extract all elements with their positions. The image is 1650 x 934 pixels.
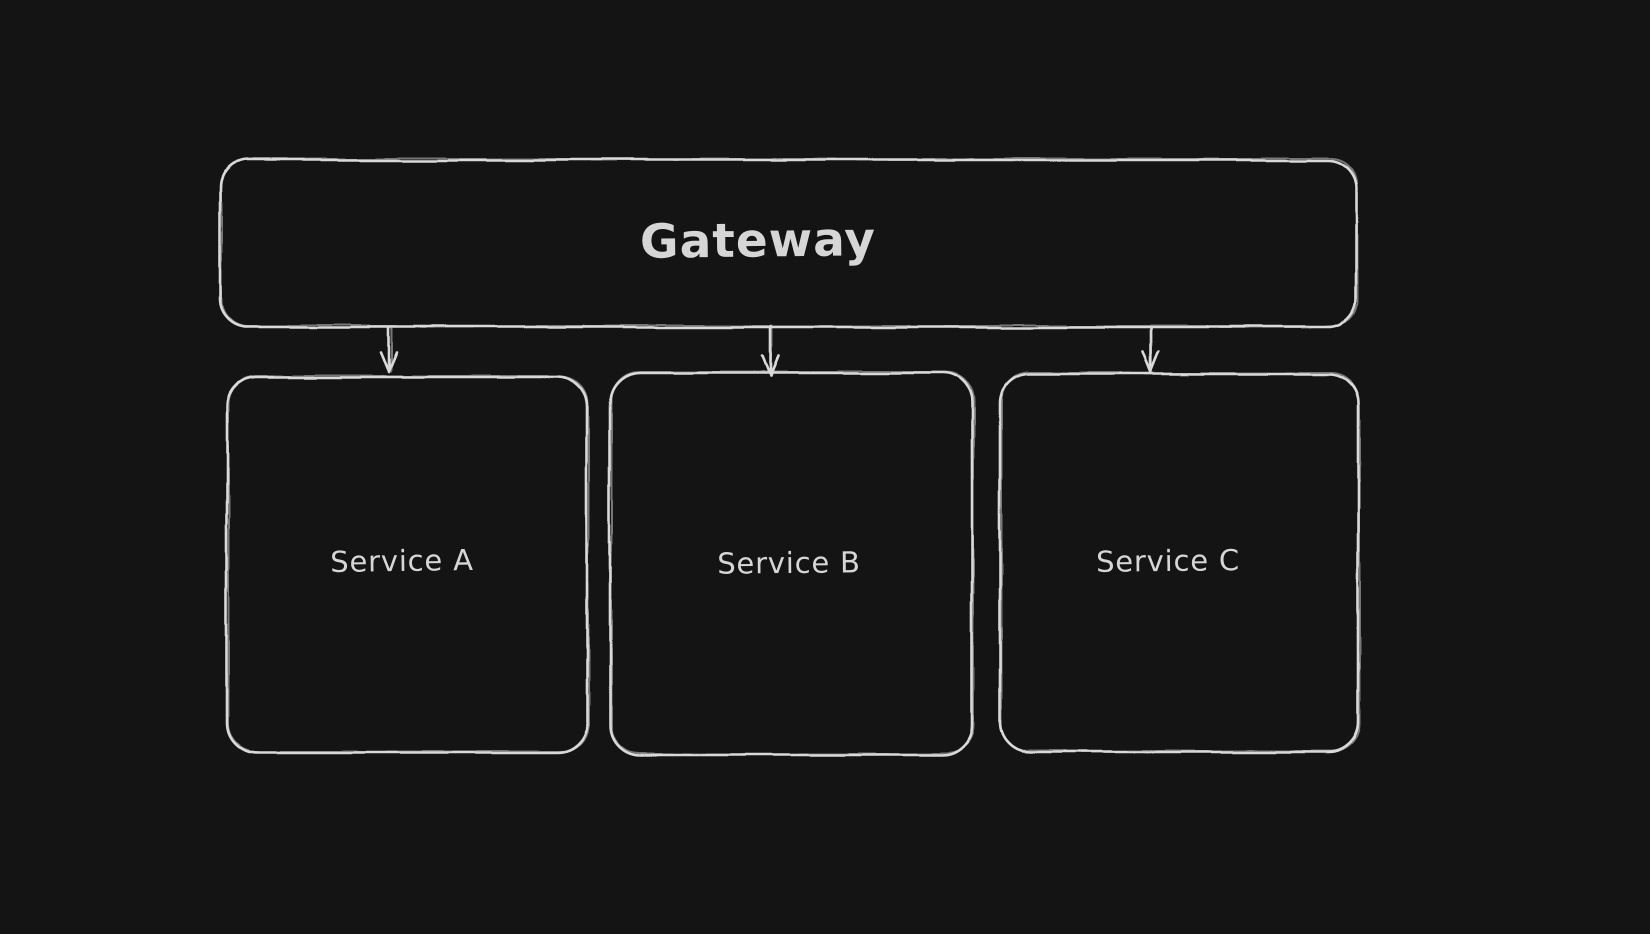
service-a-node-box-overdraw bbox=[227, 375, 590, 753]
arrow-gateway-to-service-b[interactable] bbox=[760, 324, 780, 378]
service-a-label: Service A bbox=[330, 543, 474, 579]
arrow-gateway-to-service-a[interactable] bbox=[379, 326, 399, 374]
shape-layer-overdraw bbox=[220, 158, 1361, 755]
service-c-label: Service C bbox=[1096, 543, 1240, 579]
service-c-node-box-overdraw bbox=[1000, 372, 1361, 752]
service-b-label: Service B bbox=[717, 545, 861, 580]
gateway-label: Gateway bbox=[640, 212, 877, 269]
arrow-gateway-to-service-c[interactable] bbox=[1140, 325, 1160, 374]
label-layer: Gateway Service A Service B Service C bbox=[330, 212, 1240, 580]
gateway-node-box-overdraw bbox=[220, 158, 1359, 327]
service-b-node-box-overdraw bbox=[610, 371, 975, 755]
